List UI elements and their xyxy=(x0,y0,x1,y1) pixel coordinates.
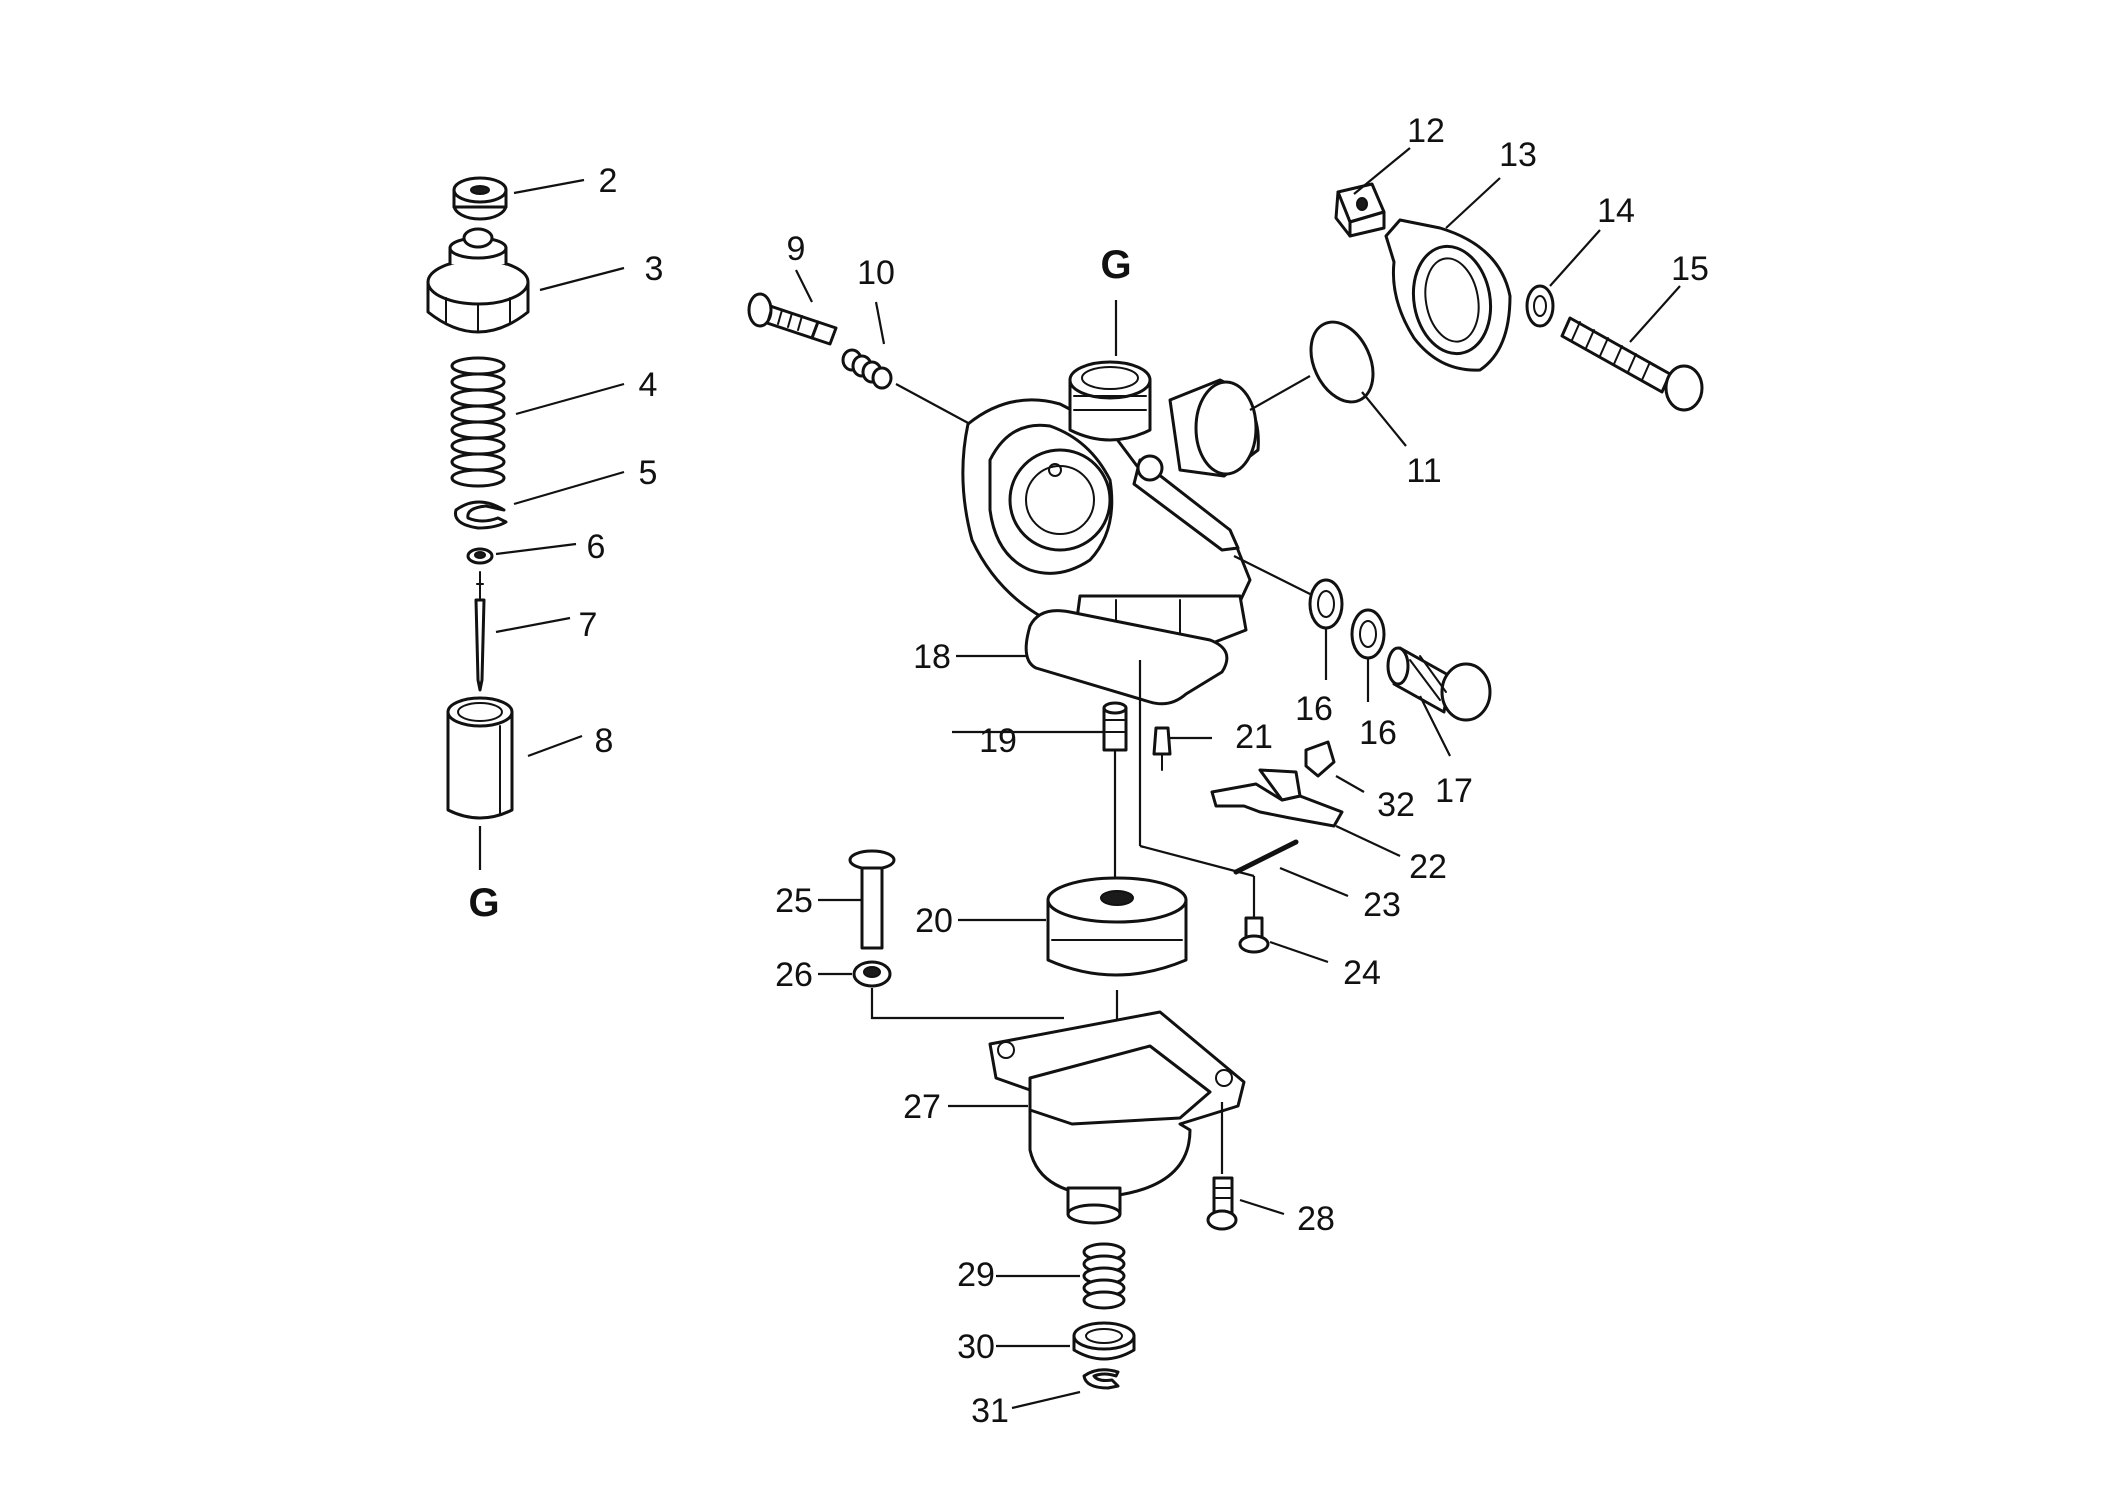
part-clamp-bolt xyxy=(1560,316,1704,412)
part-washer-16b xyxy=(1350,608,1386,660)
part-carburetor-body xyxy=(961,360,1260,646)
reference-mark-g-left: G xyxy=(468,881,499,925)
callout-14: 14 xyxy=(1597,192,1635,230)
part-float-bowl xyxy=(988,1010,1246,1225)
callout-7: 7 xyxy=(579,606,598,644)
callout-11: 11 xyxy=(1406,452,1441,490)
part-float xyxy=(1046,876,1188,977)
callout-29: 29 xyxy=(957,1256,995,1294)
part-idle-screw xyxy=(747,292,838,346)
callout-12: 12 xyxy=(1407,112,1445,150)
part-float-clip xyxy=(1304,740,1336,778)
callout-24: 24 xyxy=(1343,954,1381,992)
part-throttle-valve xyxy=(446,696,514,820)
reference-mark-g-top: G xyxy=(1100,243,1131,287)
callout-21: 21 xyxy=(1235,718,1273,756)
callout-27: 27 xyxy=(903,1088,941,1126)
callout-13: 13 xyxy=(1499,136,1537,174)
callout-8: 8 xyxy=(595,722,614,760)
callout-23: 23 xyxy=(1363,886,1401,924)
callout-3: 3 xyxy=(645,250,664,288)
part-o-ring xyxy=(1309,320,1375,404)
part-needle-clip xyxy=(466,547,494,565)
part-jet-needle xyxy=(474,571,486,692)
part-float-needle xyxy=(1152,726,1172,771)
part-drain-screw xyxy=(848,849,896,950)
callout-25: 25 xyxy=(775,882,813,920)
callout-9: 9 xyxy=(787,230,806,268)
part-drain-spring xyxy=(852,960,892,988)
callout-15: 15 xyxy=(1671,250,1709,288)
part-main-jet xyxy=(1102,701,1128,752)
part-nut xyxy=(452,176,508,221)
part-gasket xyxy=(1024,609,1229,706)
callout-4: 4 xyxy=(639,366,658,404)
part-bottom-cap xyxy=(1072,1321,1136,1361)
part-washer-16a xyxy=(1308,578,1344,630)
part-float-arm xyxy=(1210,768,1344,828)
callout-18: 18 xyxy=(913,638,951,676)
part-square-nut xyxy=(1334,182,1386,238)
axis-line-drain xyxy=(870,988,1064,1020)
callout-30: 30 xyxy=(957,1328,995,1366)
callout-22: 22 xyxy=(1409,848,1447,886)
leader-lines xyxy=(495,147,1681,1410)
callout-20: 20 xyxy=(915,902,953,940)
part-washer-14 xyxy=(1525,284,1555,328)
part-bottom-spring xyxy=(1082,1242,1126,1310)
callout-26: 26 xyxy=(775,956,813,994)
callout-5: 5 xyxy=(639,454,658,492)
part-spring xyxy=(450,356,506,488)
part-clamp xyxy=(1384,218,1512,372)
part-filter-bolt xyxy=(1386,646,1492,722)
callout-31: 31 xyxy=(971,1392,1009,1430)
part-screw-spring xyxy=(841,348,893,390)
callout-6: 6 xyxy=(587,528,606,566)
callout-17: 17 xyxy=(1435,772,1473,810)
part-screw-24 xyxy=(1238,876,1270,954)
callout-16a: 16 xyxy=(1295,690,1333,728)
callout-19: 19 xyxy=(979,722,1017,760)
part-cap xyxy=(426,227,530,334)
part-bowl-screw xyxy=(1206,1176,1238,1231)
callout-16b: 16 xyxy=(1359,714,1397,752)
part-float-pin xyxy=(1233,839,1299,875)
callout-10: 10 xyxy=(857,254,895,292)
callout-28: 28 xyxy=(1297,1200,1335,1238)
part-clip xyxy=(453,500,508,530)
part-circlip xyxy=(1082,1368,1120,1390)
callout-32: 32 xyxy=(1377,786,1415,824)
callout-2: 2 xyxy=(599,162,618,200)
